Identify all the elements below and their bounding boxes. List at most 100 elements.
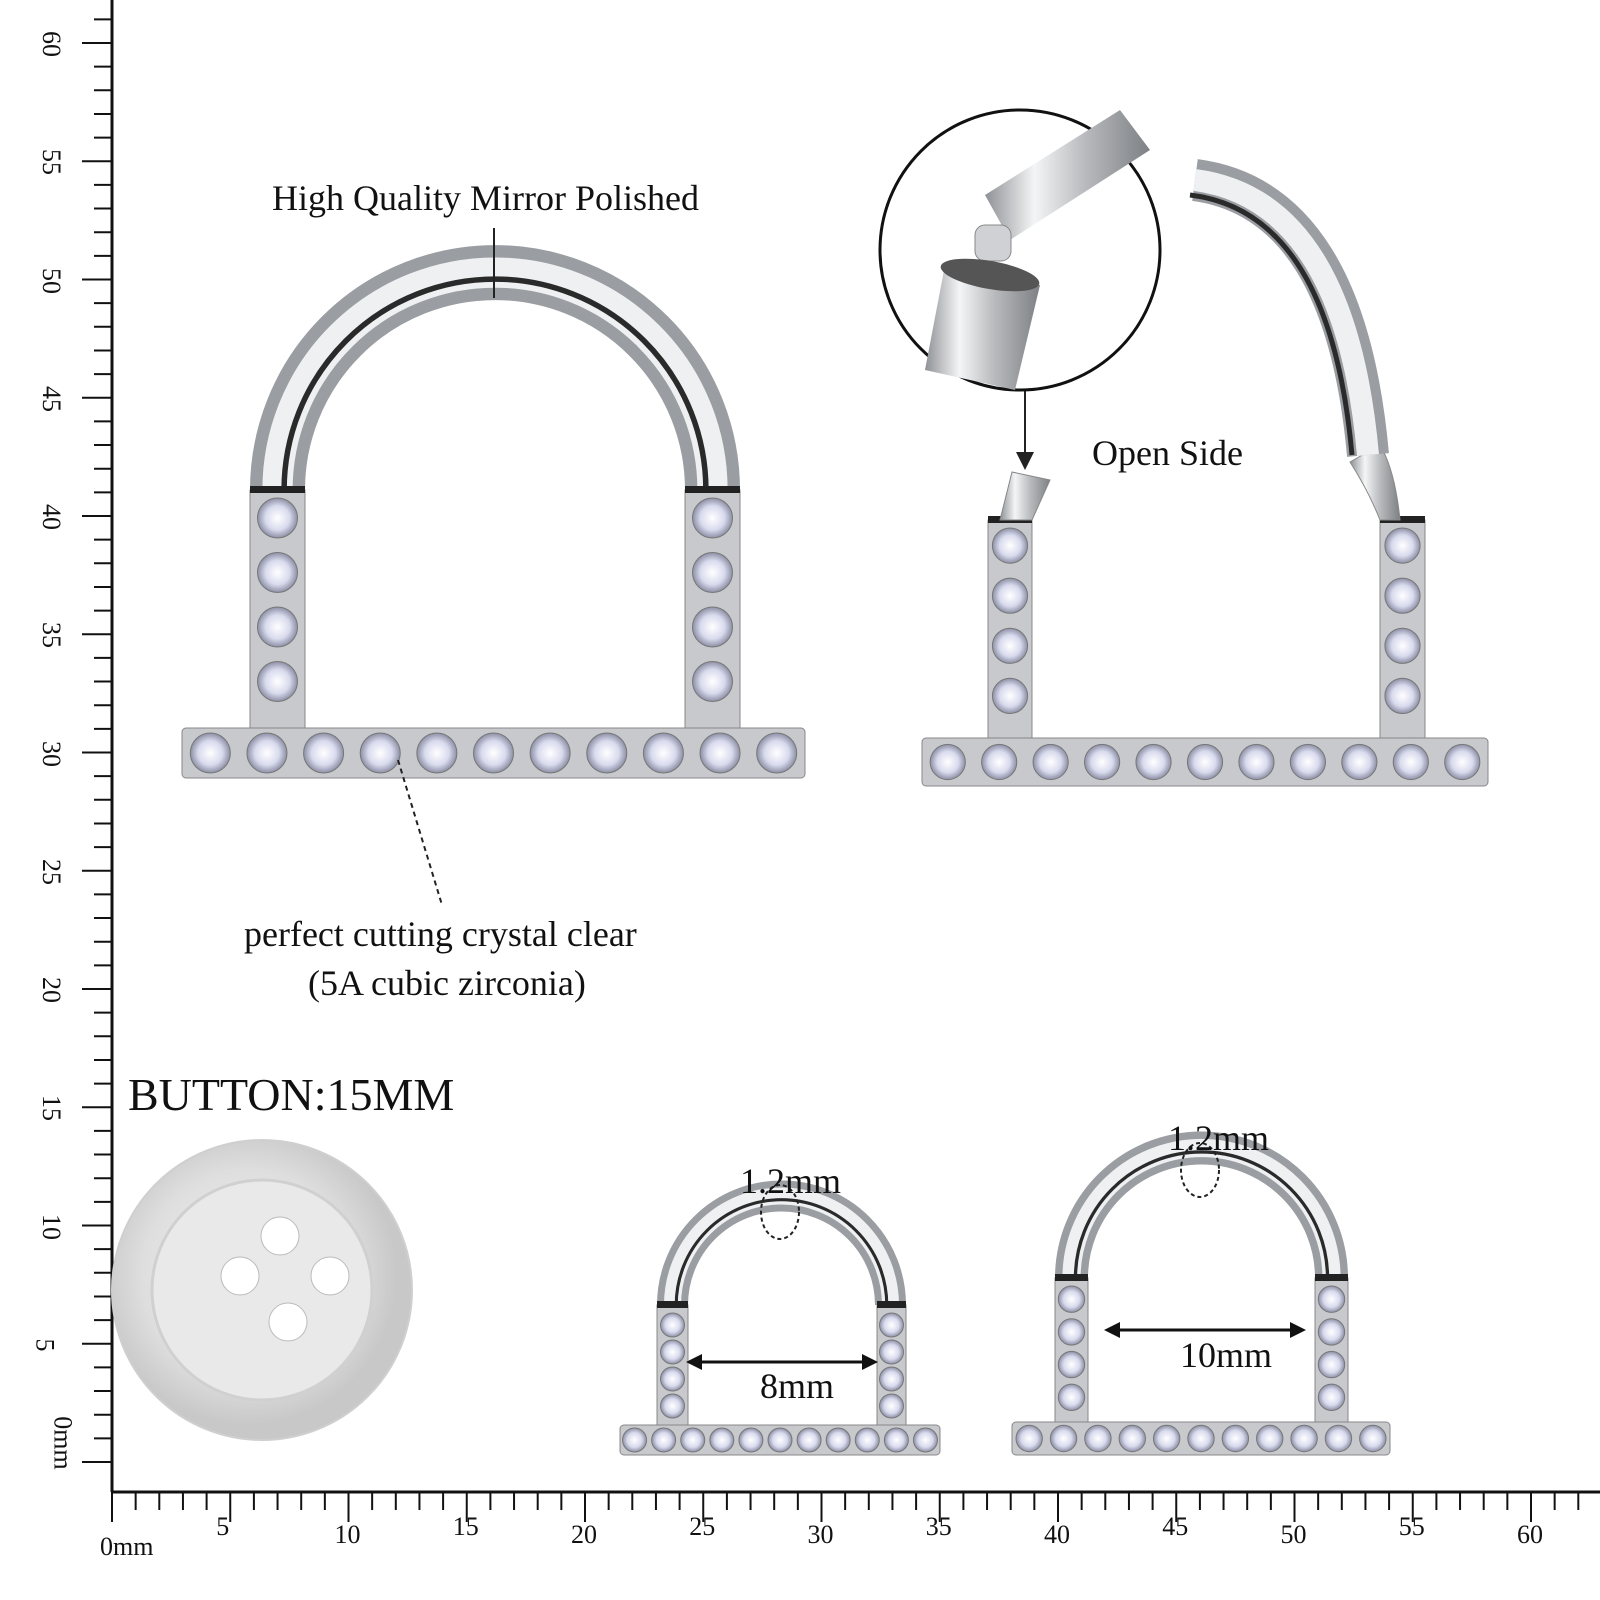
gem: [1187, 1424, 1215, 1453]
x-axis-label: 50: [1280, 1520, 1307, 1549]
gem: [416, 732, 458, 774]
gem: [1289, 743, 1327, 781]
gem: [1359, 1424, 1387, 1453]
x-axis-label: 45: [1162, 1512, 1189, 1541]
gem: [912, 1427, 938, 1453]
gem: [660, 1366, 685, 1392]
y-axis-label: 30: [37, 740, 66, 767]
gem: [1057, 1285, 1086, 1313]
y-axis-label: 40: [37, 504, 66, 530]
crystal-annotation-line2: (5A cubic zirconia): [308, 963, 586, 1003]
gem: [738, 1427, 764, 1453]
x-axis-label: 5: [216, 1512, 230, 1541]
polish-annotation: High Quality Mirror Polished: [272, 178, 699, 218]
gem: [680, 1427, 706, 1453]
gem: [1341, 743, 1378, 781]
gem: [660, 1339, 685, 1365]
gem: [756, 732, 798, 774]
small-ring-width-label: 8mm: [760, 1366, 835, 1406]
gem: [1317, 1350, 1346, 1379]
gem: [189, 732, 231, 774]
button-size-label: BUTTON:15MM: [128, 1069, 455, 1120]
y-axis-label: 15: [37, 1095, 66, 1122]
ring-open: [921, 159, 1489, 787]
gem: [879, 1393, 904, 1419]
gem: [1221, 1424, 1250, 1453]
gem: [767, 1427, 793, 1453]
gem: [991, 577, 1029, 614]
x-axis-label: 40: [1044, 1520, 1070, 1549]
gem: [1152, 1424, 1181, 1453]
gem: [692, 661, 733, 702]
x-axis-label: 35: [925, 1512, 952, 1541]
x-axis-label: 25: [689, 1512, 716, 1541]
gem: [1317, 1383, 1346, 1412]
y-axis-label: 55: [37, 149, 66, 176]
gem: [1015, 1424, 1043, 1453]
y-axis-label: 50: [37, 267, 66, 294]
gem: [692, 606, 733, 648]
gem: [660, 1312, 685, 1338]
gem: [1057, 1318, 1086, 1346]
gem: [981, 743, 1018, 781]
gem: [1057, 1350, 1086, 1379]
gem: [359, 732, 401, 774]
magnifier-inset: [878, 108, 1162, 392]
large-ring-wire-label: 1.2mm: [1168, 1118, 1270, 1158]
small-ring-wire-label: 1.2mm: [740, 1161, 842, 1201]
gem: [473, 732, 514, 774]
x-axis-label: 60: [1517, 1520, 1543, 1549]
gem: [879, 1312, 904, 1338]
gem: [529, 732, 571, 774]
gem: [1118, 1424, 1146, 1453]
gem: [1444, 743, 1481, 781]
x-axis-zero-label: 0mm: [100, 1532, 154, 1561]
button-illustration: [111, 1139, 413, 1441]
ring-closed-large: [181, 245, 806, 779]
gem: [257, 497, 298, 539]
x-axis-label: 10: [334, 1520, 361, 1549]
gem: [586, 732, 628, 774]
gem: [991, 627, 1029, 664]
gem: [854, 1427, 880, 1453]
gem: [883, 1427, 909, 1453]
gem: [1384, 627, 1421, 664]
x-axis-label: 15: [452, 1512, 479, 1541]
y-axis-label: 60: [37, 31, 66, 57]
ring-8mm: [619, 1180, 941, 1456]
y-axis-label: 45: [37, 385, 66, 412]
gem: [246, 732, 288, 774]
gem: [1384, 677, 1421, 715]
gem: [1384, 527, 1421, 564]
gem: [929, 743, 966, 781]
y-axis-label: 5: [30, 1338, 60, 1352]
y-axis-label: 25: [37, 858, 66, 885]
gem: [651, 1427, 677, 1453]
annotation-lines: [397, 228, 1306, 1370]
gem: [1084, 1424, 1112, 1453]
gem: [1238, 743, 1275, 781]
gem: [879, 1366, 904, 1392]
gem: [692, 497, 733, 539]
gem: [1186, 743, 1224, 781]
gem: [825, 1427, 851, 1453]
y-axis-label: 20: [37, 977, 66, 1003]
ring-10mm: [1011, 1131, 1391, 1456]
gem: [1317, 1318, 1346, 1346]
gem: [303, 732, 345, 774]
gem: [1083, 743, 1121, 781]
x-axis-label: 30: [807, 1520, 834, 1549]
gem: [692, 552, 733, 593]
gem: [991, 527, 1029, 564]
open-side-annotation: Open Side: [1092, 433, 1243, 473]
gem: [257, 552, 298, 593]
gem: [1384, 577, 1421, 614]
gem: [1256, 1424, 1284, 1453]
gem: [879, 1339, 904, 1365]
y-axis-label: 10: [37, 1213, 66, 1240]
gem: [257, 606, 298, 648]
gem: [660, 1393, 685, 1419]
gem: [1392, 743, 1429, 781]
large-ring-width-label: 10mm: [1180, 1335, 1273, 1375]
